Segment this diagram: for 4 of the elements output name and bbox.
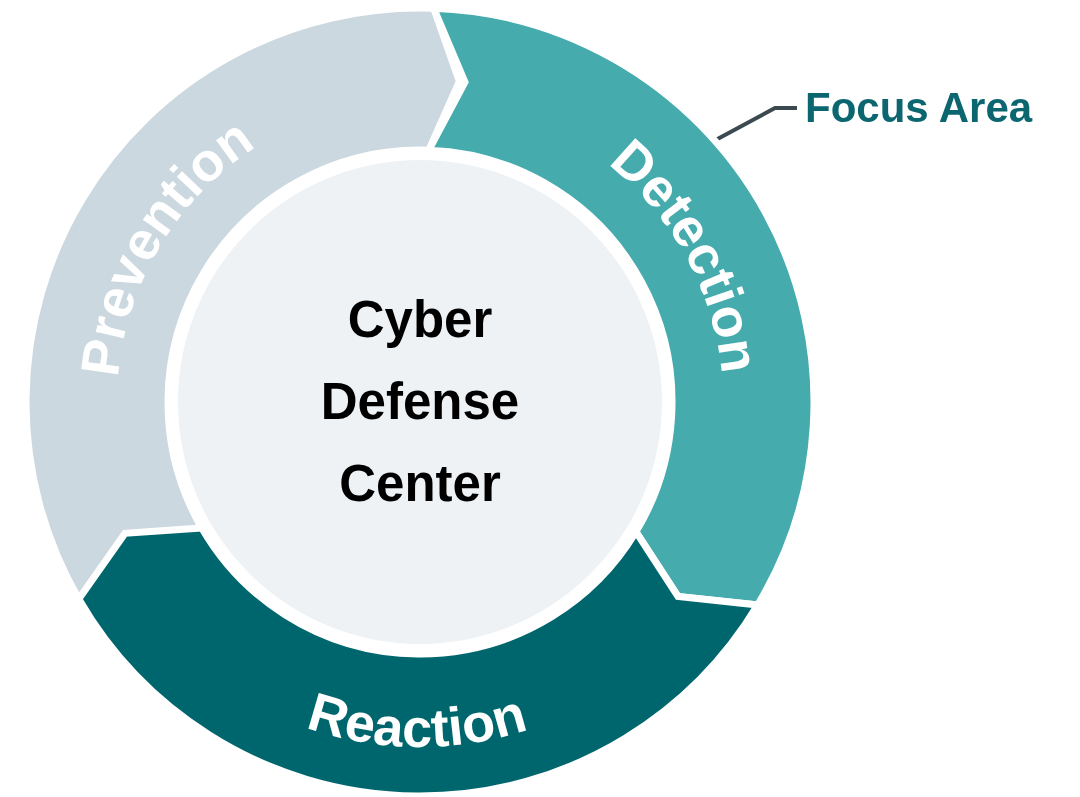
center-title: Cyber Defense Center bbox=[319, 290, 521, 514]
segment-label: Reaction bbox=[301, 680, 533, 759]
leader-line bbox=[715, 106, 797, 142]
callout-label: Focus Area bbox=[805, 84, 1033, 132]
